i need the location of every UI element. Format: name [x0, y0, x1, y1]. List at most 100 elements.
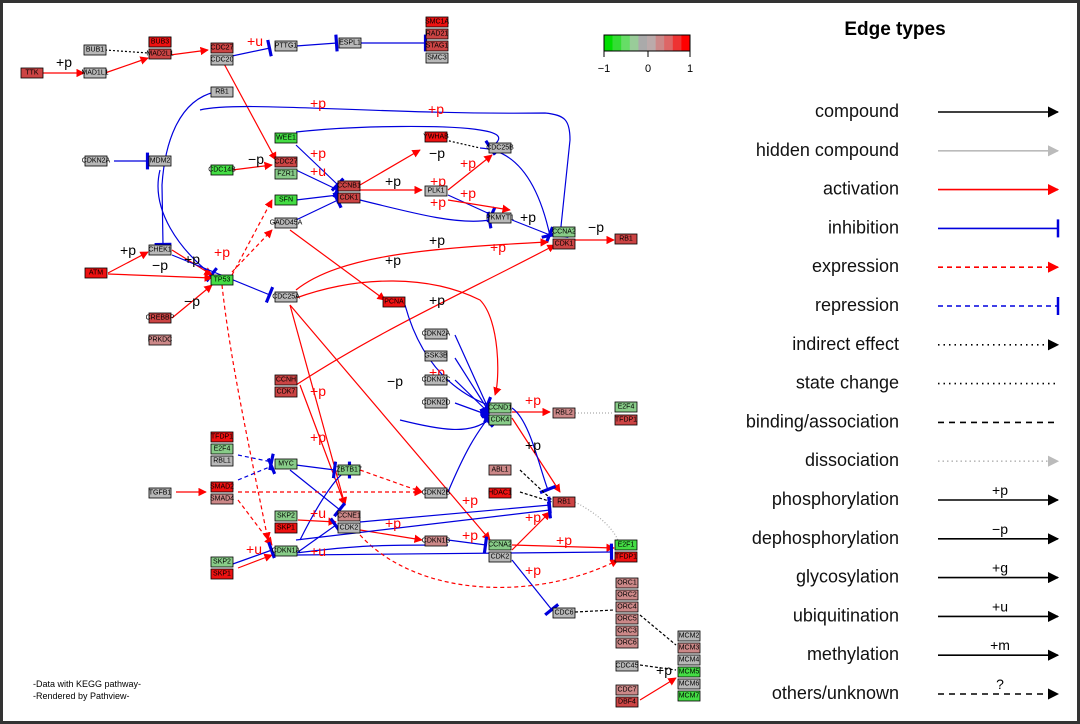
gene-label: MCM7 — [679, 693, 700, 700]
edge-label: +p — [490, 239, 506, 255]
gene-label: PRKDC — [148, 337, 173, 344]
gene-label: PCNA — [384, 299, 404, 306]
gene-label: BUB3 — [151, 39, 169, 46]
edge — [154, 91, 232, 247]
edge — [511, 511, 551, 551]
gene-node: MYC — [274, 458, 298, 470]
edge — [511, 407, 557, 495]
color-key: −1 0 1 — [598, 34, 693, 75]
footer-data-source: -Data with KEGG pathway- — [33, 679, 141, 689]
legend-row: phosphorylation+p — [772, 482, 1060, 509]
edge-label: +p — [214, 244, 230, 260]
legend-symbol: +u — [992, 598, 1008, 614]
edge — [104, 56, 149, 74]
edge — [359, 199, 493, 229]
gene-node: MCM3 — [677, 642, 701, 654]
edge — [399, 412, 495, 430]
gene-node: PRKDC — [148, 334, 173, 346]
edge-label: +u — [246, 541, 262, 557]
edge-label: +p — [120, 242, 136, 258]
gene-label: TFDP1 — [211, 434, 233, 441]
gene-label: MDM2 — [150, 158, 171, 165]
gene-node: CCNE1 — [337, 510, 361, 522]
edge — [231, 161, 273, 171]
legend-label: hidden compound — [756, 140, 899, 160]
gene-node: CCND1 — [488, 402, 512, 414]
edge — [574, 501, 621, 546]
gene-node: GSK3B — [424, 350, 448, 362]
edge-label: +p — [184, 251, 200, 267]
gene-node: CDC25B — [486, 142, 514, 154]
gene-label: CDC27 — [275, 159, 298, 166]
edge — [295, 461, 338, 479]
gene-node: SKP1 — [210, 568, 234, 580]
gene-label: ABL1 — [491, 467, 508, 474]
gene-node: CDK2 — [337, 522, 361, 534]
legend-label: binding/association — [746, 411, 899, 431]
edge — [231, 39, 273, 57]
gene-node: CDC27 — [275, 156, 298, 168]
gene-node: SKP2 — [210, 556, 234, 568]
legend-row: expression — [812, 256, 1060, 276]
gene-node: E2F1 — [614, 539, 638, 551]
gene-label: RBL2 — [555, 410, 573, 417]
gene-node: DBF4 — [615, 696, 639, 708]
gene-label: CDC25A — [272, 294, 300, 301]
edge — [104, 49, 149, 54]
edge-label: +p — [462, 527, 478, 543]
gene-node: ABL1 — [488, 464, 512, 476]
edge-label: +p — [385, 252, 401, 268]
edge — [447, 536, 489, 554]
legend-label: dephosphorylation — [752, 528, 899, 548]
edge — [289, 304, 348, 506]
legend-title: Edge types — [844, 19, 945, 40]
edge — [454, 334, 497, 413]
legend-label: activation — [823, 179, 899, 199]
legend-row: glycosylation +g — [796, 560, 1060, 587]
gene-node: RBL2 — [552, 407, 576, 419]
edge-label: +p — [428, 101, 444, 117]
gene-label: CDC25B — [486, 145, 514, 152]
legend-label: phosphorylation — [772, 489, 899, 509]
gene-label: ORC1 — [617, 580, 637, 587]
gene-label: TFDP1 — [615, 417, 637, 424]
gene-node: SMAD2 — [210, 481, 234, 493]
edge — [221, 59, 277, 161]
gene-label: E2F4 — [618, 404, 635, 411]
legend-row: others/unknown? — [772, 676, 1060, 703]
gene-node: MCM7 — [677, 690, 701, 702]
legend-row: binding/association — [746, 411, 1058, 431]
edge-label: −p — [387, 373, 403, 389]
gene-label: TTK — [25, 70, 39, 77]
gene-node: TGFB1 — [148, 487, 172, 499]
legend-label: methylation — [807, 644, 899, 664]
gene-label: SKP2 — [277, 513, 295, 520]
edge — [511, 417, 561, 493]
gene-label: ZBTB17 — [336, 467, 362, 474]
gene-node: TFDP1 — [614, 551, 638, 563]
legend-label: glycosylation — [796, 567, 899, 587]
legend-label: compound — [815, 101, 899, 121]
edge — [295, 34, 339, 52]
edge — [295, 169, 343, 199]
legend-row: methylation+m — [807, 637, 1060, 664]
edge-label: +p — [525, 509, 541, 525]
legend-symbol: +g — [992, 560, 1008, 576]
gene-label: E2F4 — [214, 446, 231, 453]
gene-label: STAG1 — [426, 43, 449, 50]
legend-row: hidden compound — [756, 140, 1060, 160]
gene-label: CDK4 — [491, 417, 510, 424]
gene-node: CDK2 — [488, 551, 512, 563]
gene-label: MYC — [278, 461, 294, 468]
gene-label: ORC4 — [617, 604, 637, 611]
edge — [447, 199, 511, 213]
legend-label: others/unknown — [772, 683, 899, 703]
gene-label: MCM2 — [679, 633, 700, 640]
gene-label: ATM — [89, 270, 103, 277]
legend-label: state change — [796, 373, 899, 393]
legend-symbol: ? — [996, 676, 1004, 692]
edge — [639, 664, 677, 671]
edge-label: +p — [429, 232, 445, 248]
gene-node: CDKN1A — [272, 545, 301, 557]
